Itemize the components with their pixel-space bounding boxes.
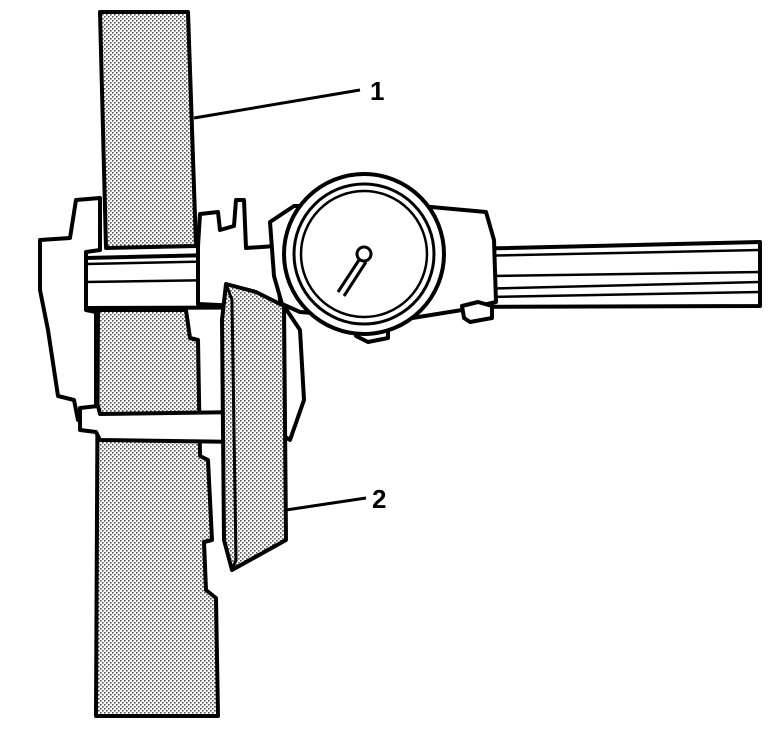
callout-label-1: 1 — [370, 76, 384, 106]
rotor-lower-section — [94, 308, 220, 718]
callout-label-2: 2 — [372, 484, 386, 514]
dial-needle — [336, 259, 361, 293]
leader-line-2 — [285, 496, 367, 512]
rotor-upper-section — [98, 10, 198, 250]
thumb-roller — [460, 300, 494, 324]
leader-line-1 — [193, 88, 361, 120]
dial-pivot — [355, 245, 373, 263]
caliper-fixed-jaw — [38, 196, 102, 422]
dial-gauge-face — [282, 172, 446, 336]
brake-pad — [220, 282, 288, 572]
